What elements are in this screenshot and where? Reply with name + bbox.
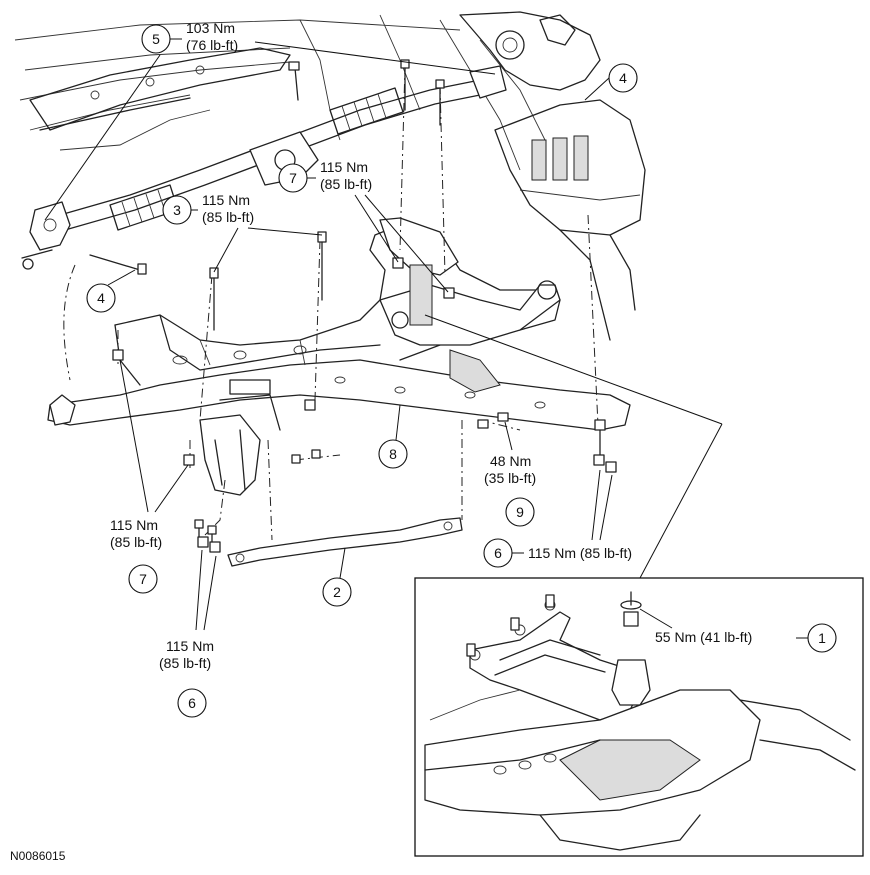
torque-lbft: (76 lb-ft) bbox=[186, 37, 238, 53]
torque-nm: 103 Nm bbox=[186, 20, 235, 36]
inset-pointer bbox=[424, 314, 723, 425]
nut bbox=[304, 399, 316, 411]
fastener-centerlines bbox=[63, 64, 599, 541]
vehicle-structure bbox=[14, 11, 646, 341]
bolt bbox=[400, 59, 410, 111]
callout-number: 1 bbox=[818, 630, 826, 646]
nut bbox=[477, 419, 489, 429]
callout-7-upper: 7 115 Nm (85 lb-ft) bbox=[278, 159, 449, 293]
bolt bbox=[209, 267, 219, 331]
callout-number: 6 bbox=[188, 695, 196, 711]
callout-9: 48 Nm (35 lb-ft) 9 bbox=[484, 421, 536, 527]
front-brace bbox=[227, 517, 463, 567]
torque-lbft: (85 lb-ft) bbox=[202, 209, 254, 225]
callout-8: 8 bbox=[378, 404, 408, 469]
callout-4-left: 4 bbox=[86, 269, 136, 313]
torque-spec: 115 Nm (85 lb-ft) bbox=[528, 545, 632, 561]
nut bbox=[392, 257, 404, 269]
callout-number: 9 bbox=[516, 504, 524, 520]
torque-nm: 115 Nm bbox=[320, 159, 368, 175]
callout-3: 3 115 Nm (85 lb-ft) bbox=[162, 192, 323, 273]
nut bbox=[291, 454, 301, 464]
nut bbox=[112, 349, 124, 361]
bolt bbox=[435, 79, 445, 126]
bolt bbox=[594, 419, 606, 461]
callout-5: 5 103 Nm (76 lb-ft) bbox=[44, 20, 496, 221]
steering-gear bbox=[21, 61, 507, 275]
nut bbox=[497, 412, 509, 422]
torque-lbft: (85 lb-ft) bbox=[320, 176, 372, 192]
front-subframe bbox=[47, 217, 631, 496]
callout-4-upper: 4 bbox=[584, 63, 638, 101]
nut bbox=[443, 287, 455, 299]
fasteners bbox=[112, 59, 617, 553]
torque-nm: 115 Nm bbox=[166, 638, 214, 654]
callout-number: 2 bbox=[333, 584, 341, 600]
callout-number: 6 bbox=[494, 545, 502, 561]
figure-id: N0086015 bbox=[10, 849, 66, 863]
callout-number: 5 bbox=[152, 31, 160, 47]
nut bbox=[197, 536, 209, 548]
callout-number: 4 bbox=[619, 70, 627, 86]
callout-6-right: 6 115 Nm (85 lb-ft) bbox=[483, 469, 632, 568]
callout-2: 2 bbox=[322, 547, 352, 607]
callout-6-lower: 115 Nm (85 lb-ft) 6 bbox=[159, 549, 217, 718]
bolt bbox=[317, 231, 327, 301]
callout-1: 55 Nm (41 lb-ft) 1 bbox=[639, 608, 837, 653]
inset-pointer bbox=[639, 423, 723, 579]
torque-nm: 115 Nm bbox=[202, 192, 250, 208]
steering-boot-right bbox=[329, 87, 404, 135]
nut bbox=[311, 449, 321, 459]
bolt bbox=[194, 519, 204, 538]
nut bbox=[183, 454, 195, 466]
detail-inset bbox=[414, 314, 864, 857]
torque-lbft: (35 lb-ft) bbox=[484, 470, 536, 486]
bolt bbox=[207, 525, 217, 543]
callout-number: 4 bbox=[97, 290, 105, 306]
callout-number: 7 bbox=[139, 571, 147, 587]
torque-lbft: (85 lb-ft) bbox=[159, 655, 211, 671]
callout-number: 7 bbox=[289, 170, 297, 186]
torque-lbft: (85 lb-ft) bbox=[110, 534, 162, 550]
torque-nm: 48 Nm bbox=[490, 453, 531, 469]
nut bbox=[605, 461, 617, 473]
callout-number: 3 bbox=[173, 202, 181, 218]
torque-spec: 55 Nm (41 lb-ft) bbox=[655, 629, 752, 645]
nut bbox=[209, 541, 221, 553]
callout-number: 8 bbox=[389, 446, 397, 462]
callout-7-lower: 115 Nm (85 lb-ft) 7 bbox=[110, 359, 189, 594]
nut bbox=[593, 454, 605, 466]
torque-nm: 115 Nm bbox=[110, 517, 158, 533]
